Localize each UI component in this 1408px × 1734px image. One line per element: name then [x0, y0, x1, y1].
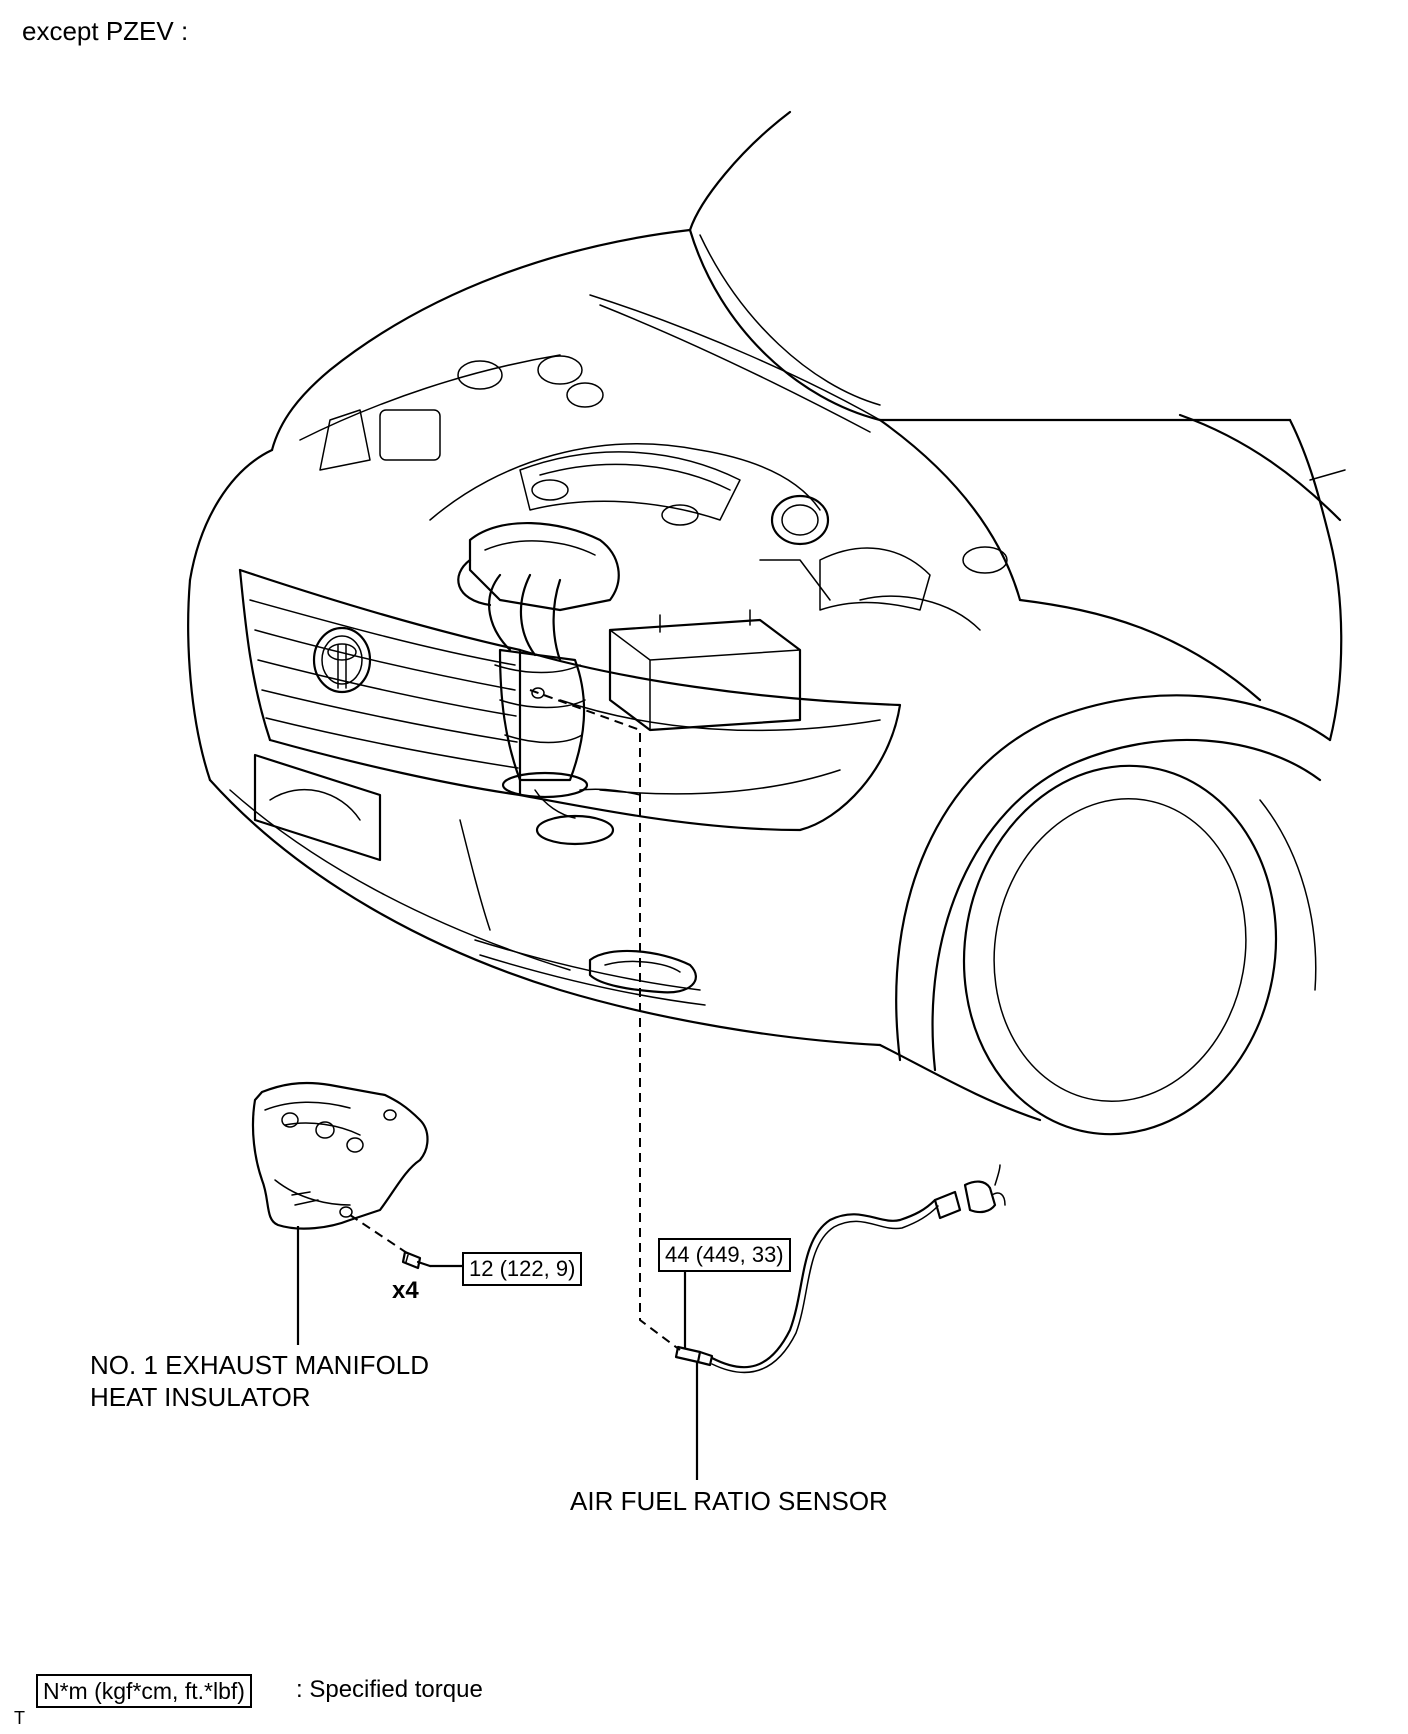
- air-fuel-ratio-sensor-icon: [674, 1164, 1006, 1374]
- heat-insulator-icon: [251, 1081, 429, 1230]
- sensor-label: AIR FUEL RATIO SENSOR: [570, 1486, 888, 1516]
- insulator-label-line1: NO. 1 EXHAUST MANIFOLD: [90, 1350, 430, 1380]
- sensor-install-dashline: [529, 689, 681, 1351]
- exhaust-manifold-icon: [457, 522, 641, 846]
- toyota-emblem-icon: [312, 626, 372, 694]
- legend-unit-box: N*m (kgf*cm, ft.*lbf): [36, 1674, 252, 1708]
- bolt-icon: [401, 1250, 432, 1270]
- corner-mark: T: [14, 1708, 25, 1728]
- engine-bay: [299, 354, 1008, 732]
- car-front-icon: [187, 110, 1346, 1136]
- sensor-torque: 44 (449, 33): [658, 1238, 791, 1272]
- variant-label: except PZEV :: [22, 16, 189, 46]
- legend-description: : Specified torque: [296, 1676, 483, 1703]
- insulator-bolt-torque: 12 (122, 9): [462, 1252, 583, 1286]
- insulator-install-dashline: [349, 1214, 411, 1256]
- bolt-quantity: x4: [392, 1277, 419, 1304]
- insulator-label-line2: HEAT INSULATOR: [90, 1382, 311, 1412]
